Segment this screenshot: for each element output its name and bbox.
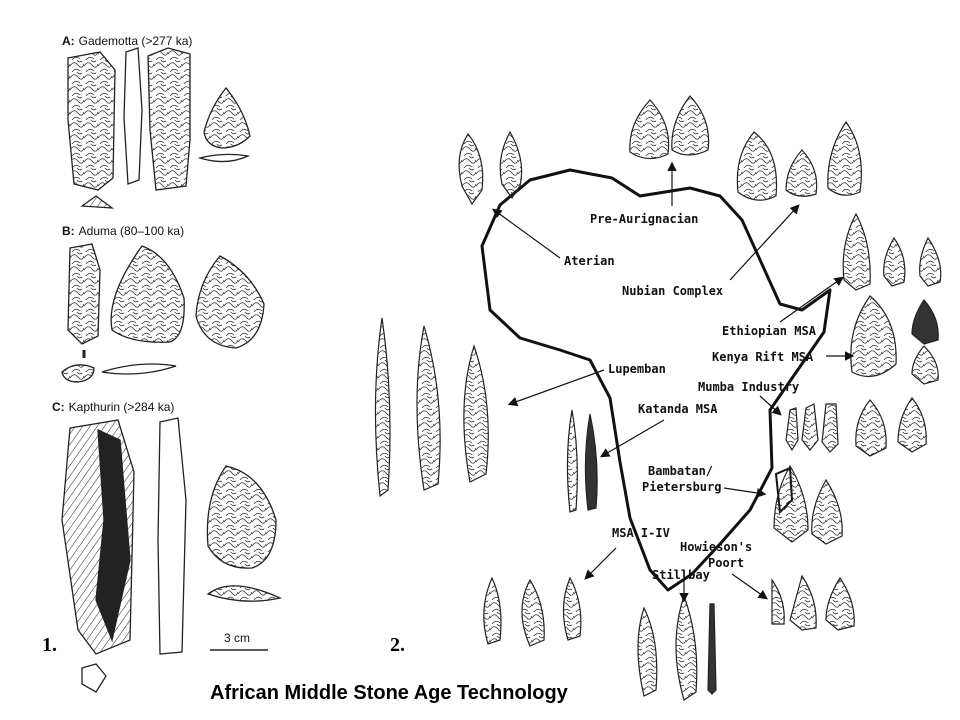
ethiopian-point-1: [842, 212, 871, 291]
kenya-point-1: [850, 295, 897, 378]
arrow-bambatan: [723, 487, 767, 498]
kenya-point-2: [911, 299, 939, 345]
mumba-4: [855, 399, 887, 457]
panel1-drawings: [61, 47, 283, 693]
gademotta-point: [203, 86, 251, 149]
panel2-arrows: [492, 161, 855, 603]
arrow-mumba: [759, 395, 782, 416]
site-name-a: Gademotta (>277 ka): [78, 34, 193, 48]
site-letter-a: A:: [62, 34, 75, 48]
arrow-aterian: [492, 208, 561, 259]
label-lupemban: Lupemban: [608, 362, 666, 376]
arrow-howiesons: [731, 573, 768, 600]
kenya-point-3: [911, 345, 939, 385]
kapthurin-blade-1-shadow: [95, 428, 131, 643]
site-letter-c: C:: [52, 400, 65, 414]
lupemban-3: [463, 344, 489, 483]
katanda-2: [584, 413, 598, 511]
label-poort: Poort: [708, 556, 745, 570]
bambatan-point-2: [811, 478, 843, 545]
bambatan-point-1: [773, 464, 809, 543]
msa-1: [483, 576, 502, 645]
site-label-b: B:Aduma (80–100 ka): [62, 224, 184, 238]
gademotta-point-profile: [197, 153, 251, 163]
label-nubian: Nubian Complex: [622, 284, 724, 298]
label-pietersburg: Pietersburg: [642, 480, 722, 494]
aduma-section: [61, 364, 95, 383]
msa-3: [562, 576, 582, 641]
arrow-lupemban: [507, 369, 605, 407]
mumba-5: [897, 396, 927, 453]
ethiopian-point-3: [919, 236, 942, 287]
label-ethiopian: Ethiopian MSA: [722, 324, 816, 338]
kapthurin-point: [206, 465, 277, 569]
mumba-2: [801, 403, 819, 451]
label-kenya: Kenya Rift MSA: [712, 350, 814, 364]
pre-aurignacian-point-1: [629, 99, 670, 160]
ethiopian-point-2: [883, 236, 906, 287]
howiesons-2: [789, 574, 817, 631]
site-label-a: A:Gademotta (>277 ka): [62, 34, 192, 48]
figure-caption: African Middle Stone Age Technology: [210, 682, 568, 704]
gademotta-platform: [80, 195, 115, 209]
arrow-nubian: [729, 204, 800, 281]
arrow-ethiopian: [779, 276, 844, 323]
nubian-point-1: [736, 131, 778, 201]
mumba-1: [785, 407, 799, 452]
panel2-artifacts: [374, 95, 942, 701]
label-katanda: Katanda MSA: [638, 402, 718, 416]
howiesons-3: [825, 576, 855, 631]
stillbay-3: [707, 603, 717, 695]
lupemban-2: [416, 325, 441, 491]
label-msa-i-iv: MSA I-IV: [612, 526, 670, 540]
howiesons-1: [771, 578, 785, 625]
stillbay-1: [637, 606, 658, 697]
label-bambatan: Bambatan/: [648, 464, 714, 478]
label-aterian: Aterian: [564, 254, 615, 268]
pre-aurignacian-point-2: [671, 95, 710, 156]
nubian-point-3: [827, 120, 862, 196]
gademotta-blade-2: [123, 47, 143, 185]
site-label-c: C:Kapthurin (>284 ka): [52, 400, 174, 414]
panel2-number: 2.: [390, 634, 405, 656]
label-mumba: Mumba Industry: [698, 380, 800, 394]
aduma-profile: [101, 363, 177, 375]
label-pre-aurignacian: Pre-Aurignacian: [590, 212, 699, 226]
aterian-point-1: [458, 132, 484, 206]
aterian-point-2: [499, 130, 523, 200]
stillbay-2: [675, 594, 698, 701]
mumba-3: [821, 403, 839, 453]
label-howiesons: Howieson's: [680, 540, 753, 554]
gademotta-blade-3: [147, 47, 191, 191]
arrow-katanda: [599, 419, 665, 458]
site-name-c: Kapthurin (>284 ka): [68, 400, 175, 414]
aduma-core-1: [110, 245, 185, 343]
kapthurin-point-profile: [206, 585, 283, 602]
arrow-msa: [584, 547, 617, 580]
panel1-number: 1.: [42, 634, 57, 656]
kapthurin-section: [81, 663, 107, 693]
africa-outline: [480, 168, 832, 592]
nubian-point-2: [785, 149, 818, 197]
aduma-core-2: [195, 255, 265, 349]
site-name-b: Aduma (80–100 ka): [78, 224, 185, 238]
gademotta-blade-1: [67, 51, 116, 191]
site-letter-b: B:: [62, 224, 75, 238]
scale-label: 3 cm: [224, 631, 251, 645]
kapthurin-blade-2: [157, 417, 187, 655]
katanda-1: [566, 409, 578, 513]
label-stillbay: Stillbay: [652, 568, 710, 582]
aduma-blade: [67, 243, 101, 345]
lupemban-1: [374, 317, 391, 498]
msa-2: [521, 578, 545, 647]
